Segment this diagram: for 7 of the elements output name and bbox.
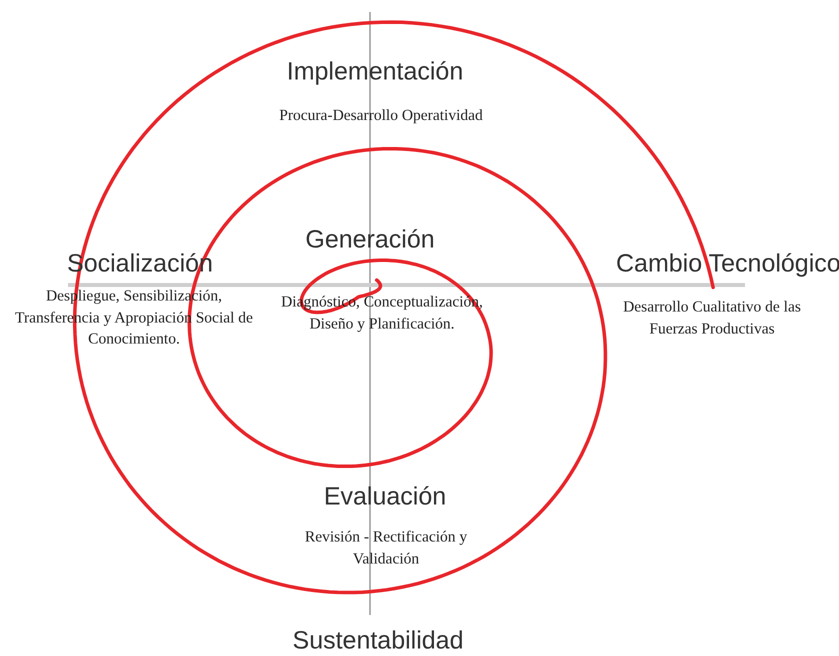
stage-description: Revisión - Rectificación y Validación bbox=[304, 527, 468, 569]
stage-title: Evaluación bbox=[322, 481, 448, 512]
stage-title: Sustentabilidad bbox=[292, 625, 464, 656]
stage-title: Implementación bbox=[286, 56, 464, 88]
stage-description: Desarrollo Cualitativo de las Fuerzas Productivas bbox=[622, 297, 802, 339]
stage-description: Procura-Desarrollo Operatividad bbox=[278, 106, 484, 126]
stage-title: Generación bbox=[304, 224, 436, 256]
